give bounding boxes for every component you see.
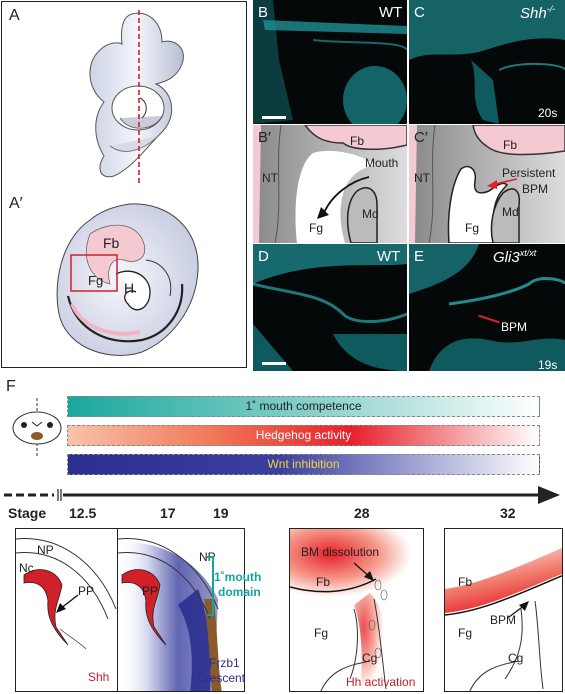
c-prime-fb: Fb bbox=[503, 138, 518, 152]
a-prime-h-label: H bbox=[124, 280, 135, 296]
c-prime-persistent: Persistent bbox=[502, 166, 556, 180]
b-scalebar bbox=[262, 116, 286, 119]
b-prime-nt: NT bbox=[262, 171, 278, 185]
domain-bracket bbox=[207, 556, 214, 616]
bottom-panel-2 bbox=[117, 528, 245, 692]
p3-cg: Cg bbox=[362, 651, 378, 665]
c-prime-md: Md bbox=[502, 205, 519, 219]
stage-axis bbox=[4, 486, 560, 504]
micrograph-e-texture bbox=[409, 244, 565, 371]
p3-bm: BM dissolution bbox=[301, 545, 380, 559]
panel-a-prime-label: A′ bbox=[9, 195, 23, 212]
micrograph-c-texture bbox=[409, 0, 565, 124]
p2-caption1: Frzb1 bbox=[209, 656, 240, 670]
p4-bpm: BPM bbox=[490, 613, 517, 627]
c-genotype-sup: -/- bbox=[546, 4, 556, 14]
stage-32: 32 bbox=[500, 505, 516, 521]
a-prime-fg-label: Fg bbox=[88, 273, 104, 288]
c-genotype-name: Shh bbox=[520, 5, 547, 22]
e-genotype-name: Gli3 bbox=[493, 249, 520, 266]
bottom-panel-1-drawing bbox=[16, 538, 117, 650]
bottom-panel-3-drawing bbox=[290, 529, 423, 691]
p1-caption: Shh bbox=[88, 670, 110, 684]
micrograph-d-texture bbox=[253, 244, 407, 371]
e-stage: 19s bbox=[538, 358, 558, 372]
p2-domain-line1: 1˚mouth bbox=[214, 570, 262, 584]
d-scalebar bbox=[262, 362, 286, 365]
panel-a-frame bbox=[1, 1, 247, 368]
panel-d-label: D bbox=[258, 248, 269, 265]
stage-12-5: 12.5 bbox=[69, 505, 97, 521]
wnt-inhibition-bar: Wnt inhibition bbox=[67, 454, 540, 475]
bottom-panel-2-drawing bbox=[118, 538, 222, 691]
bottom-panel-4-drawing bbox=[445, 547, 562, 691]
stage-28: 28 bbox=[354, 505, 370, 521]
e-genotype: Gli3xt/xt bbox=[493, 248, 536, 266]
bottom-panel-1 bbox=[15, 528, 118, 692]
c-genotype: Shh-/- bbox=[520, 4, 555, 22]
p3-caption: Hh activation bbox=[346, 675, 416, 689]
p3-fg: Fg bbox=[314, 626, 329, 640]
e-bpm-label: BPM bbox=[501, 320, 528, 334]
b-prime-fb: Fb bbox=[350, 134, 365, 148]
b-genotype: WT bbox=[379, 4, 403, 21]
b-prime-mouth: Mouth bbox=[365, 156, 399, 170]
embryo-face-icon bbox=[12, 398, 62, 458]
p2-domain-line2: domain bbox=[218, 585, 261, 599]
a-prime-fb-label: Fb bbox=[103, 235, 120, 251]
micrograph-b bbox=[253, 0, 407, 124]
hedgehog-activity-bar: Hedgehog activity bbox=[67, 425, 540, 446]
panel-c-label: C bbox=[414, 4, 425, 21]
panel-f-label: F bbox=[6, 378, 16, 395]
d-genotype: WT bbox=[377, 248, 401, 265]
embryo-section-drawing bbox=[56, 203, 199, 356]
bottom-panel-3 bbox=[289, 528, 424, 692]
p4-fg: Fg bbox=[458, 626, 473, 640]
c-prime-fg: Fg bbox=[465, 221, 480, 235]
p2-caption2: Crescent bbox=[197, 671, 246, 685]
p4-cg: Cg bbox=[508, 651, 524, 665]
hedgehog-activity-label: Hedgehog activity bbox=[255, 428, 352, 442]
b-prime-md: Md bbox=[362, 207, 379, 221]
mouth-competence-bar: 1˚ mouth competence bbox=[67, 396, 540, 417]
stage-19: 19 bbox=[213, 505, 229, 521]
p4-fb: Fb bbox=[458, 575, 473, 589]
panel-c-prime-label: C′ bbox=[414, 129, 428, 146]
b-prime-fg: Fg bbox=[309, 221, 324, 235]
micrograph-d bbox=[253, 244, 407, 371]
panel-a-label: A bbox=[9, 7, 20, 24]
c-stage: 20s bbox=[538, 106, 558, 120]
stage-label: Stage bbox=[8, 505, 47, 521]
micrograph-b-texture bbox=[253, 0, 407, 124]
c-prime-nt: NT bbox=[414, 171, 430, 185]
p1-pp: PP bbox=[78, 584, 95, 598]
bottom-panel-4 bbox=[444, 528, 563, 692]
p3-fb: Fb bbox=[316, 575, 331, 589]
micrograph-e bbox=[409, 244, 565, 371]
embryo-side-drawing bbox=[89, 10, 184, 186]
c-prime-bpm: BPM bbox=[522, 182, 549, 196]
schematic-c-prime bbox=[409, 125, 565, 243]
micrograph-c bbox=[409, 0, 565, 124]
panel-e-label: E bbox=[414, 248, 425, 265]
p1-np: NP bbox=[37, 543, 54, 557]
p2-pp: PP bbox=[142, 584, 159, 598]
p1-nc: Nc bbox=[19, 561, 34, 575]
wnt-inhibition-label: Wnt inhibition bbox=[267, 457, 340, 471]
e-genotype-sup: xt/xt bbox=[519, 248, 537, 258]
stage-17: 17 bbox=[160, 505, 176, 521]
mouth-competence-label: 1˚ mouth competence bbox=[245, 399, 362, 413]
schematic-b-prime bbox=[253, 125, 407, 243]
panel-b-label: B bbox=[258, 4, 269, 21]
panel-b-prime-label: B′ bbox=[258, 129, 271, 146]
